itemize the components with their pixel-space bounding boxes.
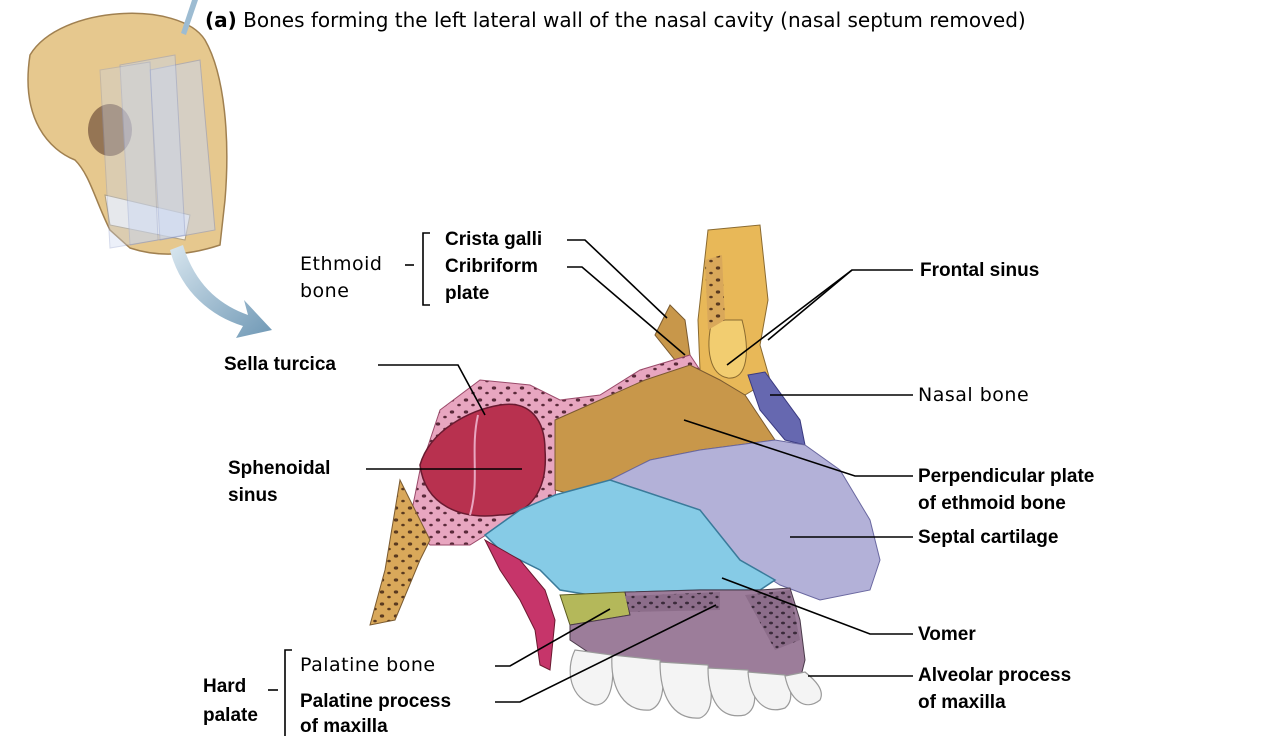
label-sphenoidal-sinus-2: sinus [228, 485, 278, 506]
label-sella-turcica: Sella turcica [224, 354, 336, 375]
skull-inset [28, 13, 227, 254]
label-sphenoidal-sinus: Sphenoidal [228, 458, 330, 479]
label-frontal-sinus: Frontal sinus [920, 260, 1039, 281]
label-palatine-process: Palatine process [300, 691, 451, 712]
label-nasal-bone: Nasal bone [918, 385, 1029, 406]
label-perpendicular-plate-2: of ethmoid bone [918, 493, 1066, 514]
direction-arrow [170, 245, 272, 338]
label-hard-palate: Hard [203, 676, 246, 697]
label-vomer: Vomer [918, 624, 976, 645]
label-cribriform-plate: Cribriform [445, 256, 538, 277]
label-cribriform-plate-2: plate [445, 283, 489, 304]
crista-galli [655, 305, 690, 360]
label-hard-palate-2: palate [203, 705, 258, 726]
label-crista-galli: Crista galli [445, 229, 542, 250]
label-ethmoid-bone: Ethmoid [300, 254, 382, 275]
label-alveolar-process: Alveolar process [918, 665, 1071, 686]
label-palatine-process-2: of maxilla [300, 716, 388, 737]
frontal-spongy-bone [705, 255, 725, 330]
frontal-sinus [709, 320, 746, 378]
label-septal-cartilage: Septal cartilage [918, 527, 1058, 548]
label-ethmoid-bone-2: bone [300, 281, 349, 302]
label-alveolar-process-2: of maxilla [918, 692, 1006, 713]
label-palatine-bone: Palatine bone [300, 655, 436, 676]
label-perpendicular-plate: Perpendicular plate [918, 466, 1094, 487]
